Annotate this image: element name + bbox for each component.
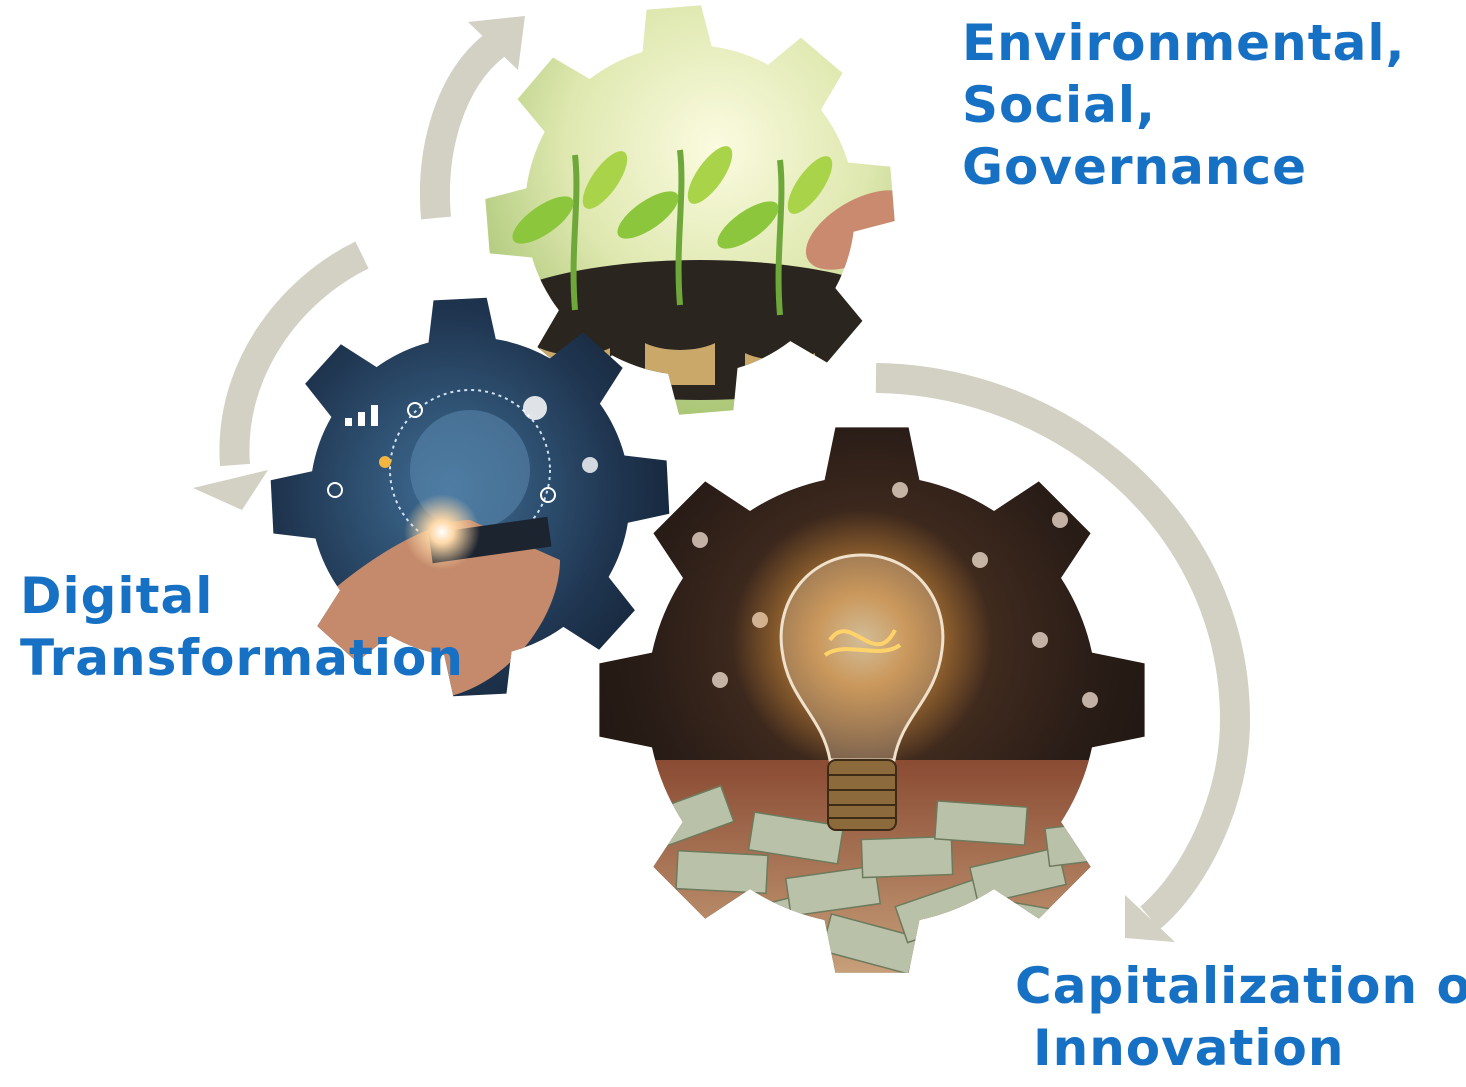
label-esg-line-1: Environmental, (962, 14, 1406, 72)
banknote (659, 927, 753, 969)
bokeh-light (1082, 692, 1098, 708)
leaf (687, 146, 733, 204)
digital-globe (389, 389, 551, 551)
lightbulb-icon (379, 456, 391, 468)
glow (404, 494, 480, 570)
banknote (860, 835, 954, 879)
bokeh-light (712, 672, 728, 688)
leaf (617, 191, 679, 239)
hand (805, 190, 895, 270)
clock-icon (327, 482, 343, 498)
bokeh-light (972, 552, 988, 568)
label-capitalization-of-innovation: Capitalization of Innovation (1015, 955, 1466, 1079)
label-capital-line-2: Innovation (1033, 1019, 1345, 1077)
leaf (512, 196, 574, 244)
banknote (784, 865, 882, 917)
gear-icon (407, 402, 423, 418)
label-esg-line-2: Social, (962, 76, 1157, 134)
chart-bar (345, 418, 352, 426)
banknote (1006, 901, 1104, 957)
person-icon (582, 457, 598, 473)
bokeh-light (892, 482, 908, 498)
bokeh-light (692, 532, 708, 548)
label-digital-transformation: Digital Transformation (20, 565, 464, 689)
leaf (582, 151, 628, 209)
banknote (675, 849, 769, 895)
plant-stem (775, 159, 785, 316)
gear-innovation (599, 427, 1145, 973)
curved-arrow-icon (419, 16, 525, 220)
leaf (787, 156, 833, 214)
plant-stem (570, 154, 580, 311)
search-icon (540, 487, 556, 503)
bokeh-light (1032, 632, 1048, 648)
bokeh-light (1052, 512, 1068, 528)
label-esg: Environmental, Social, Governance (962, 12, 1405, 198)
bulb-filament (823, 629, 902, 657)
curved-arrow-icon (193, 241, 369, 510)
soil-mound (725, 300, 835, 360)
soil-mound (625, 290, 735, 350)
label-capital-line-1: Capitalization of (1015, 957, 1466, 1015)
leaf (717, 201, 779, 249)
plant-stem (675, 149, 685, 306)
handshake-icon (523, 396, 547, 420)
banknote (747, 811, 845, 865)
chart-bar (371, 405, 378, 426)
curved-arrow-icon (875, 363, 1251, 942)
chart-bar (358, 412, 365, 426)
label-esg-line-3: Governance (962, 138, 1308, 196)
bulb-base (827, 759, 897, 831)
banknote (933, 800, 1029, 846)
label-digital-line-2: Transformation (20, 629, 464, 687)
gear-digital (270, 297, 670, 697)
label-digital-line-1: Digital (20, 567, 214, 625)
hand (300, 520, 560, 697)
